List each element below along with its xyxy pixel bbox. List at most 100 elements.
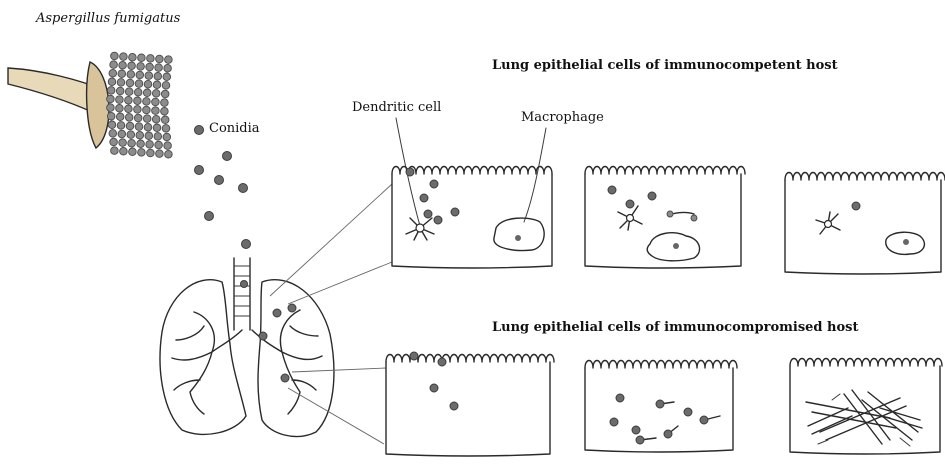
conidium	[134, 106, 142, 114]
conidium	[684, 408, 692, 416]
conidium	[616, 394, 624, 402]
conidium	[135, 80, 143, 88]
macrophage	[647, 233, 699, 261]
conidium	[152, 90, 160, 98]
conidium	[146, 63, 154, 71]
conidium	[430, 384, 438, 392]
conidium	[161, 90, 169, 98]
conidium	[127, 131, 135, 139]
conidium	[144, 80, 152, 88]
conidium	[147, 55, 155, 63]
conidium	[125, 114, 133, 122]
conidium	[135, 123, 143, 131]
conidium	[127, 71, 135, 79]
hyphae-network	[806, 390, 922, 446]
vesicle	[87, 62, 109, 148]
fungal-germling	[667, 211, 697, 221]
conidium	[420, 194, 428, 202]
conidium	[137, 63, 145, 71]
conidium	[288, 304, 296, 312]
conidium	[152, 115, 160, 123]
conidium	[273, 309, 281, 317]
conidium	[111, 52, 119, 60]
conidium	[195, 166, 204, 175]
conidium	[153, 124, 161, 132]
conidium	[153, 81, 161, 89]
airborne-conidia	[195, 126, 251, 249]
species-label: Aspergillus fumigatus	[35, 11, 181, 26]
conidium	[626, 200, 634, 208]
macrophage-pointer	[524, 128, 546, 222]
conidium	[156, 55, 164, 63]
conidium	[156, 150, 164, 158]
conidium	[137, 140, 145, 148]
epithelial-panel	[386, 355, 554, 457]
conidium	[438, 358, 446, 366]
conidium	[632, 426, 640, 434]
conidium	[138, 54, 146, 62]
zoom-guide-lines	[270, 184, 392, 444]
epithelial-panel	[585, 167, 745, 269]
conidium	[154, 133, 162, 141]
conidiophore	[8, 52, 172, 158]
conidium	[239, 184, 248, 193]
macrophage-label: Macrophage	[521, 110, 604, 125]
conidium	[125, 105, 133, 113]
conidium	[117, 122, 125, 130]
microvilli	[392, 167, 552, 175]
conidium	[126, 122, 134, 130]
conidium	[119, 139, 127, 147]
conidium	[116, 87, 124, 95]
macrophage	[886, 232, 925, 254]
immunocompetent-header: Lung epithelial cells of immunocompetent…	[492, 58, 838, 73]
conidium	[162, 125, 170, 133]
epithelial-panel	[392, 167, 552, 269]
conidium	[107, 112, 115, 120]
conidium	[117, 79, 125, 87]
epithelial-membrane	[790, 366, 940, 454]
conidium	[161, 107, 169, 115]
germinating-conidia	[636, 400, 720, 444]
microvilli	[785, 173, 945, 181]
conidium	[134, 88, 142, 96]
conidium	[155, 64, 163, 72]
conidium	[242, 240, 251, 249]
conidium	[126, 79, 134, 87]
conidium	[143, 106, 151, 114]
epithelial-membrane	[585, 368, 733, 452]
conidium	[108, 78, 116, 86]
conidia-chains	[107, 52, 173, 158]
conidium	[109, 130, 117, 138]
conidium	[147, 149, 155, 157]
conidium	[259, 332, 267, 340]
dendritic-cell	[816, 212, 840, 234]
conidium	[143, 115, 151, 123]
microvilli	[585, 361, 737, 369]
conidium	[152, 107, 160, 115]
conidium	[852, 202, 860, 210]
conidium	[120, 147, 128, 155]
conidium	[116, 113, 124, 121]
conidium	[118, 130, 126, 138]
conidium	[162, 82, 170, 90]
conidium	[205, 212, 214, 221]
conidium	[164, 64, 172, 72]
left-bronchi	[172, 312, 242, 414]
conidium	[109, 69, 117, 77]
conidium	[108, 121, 116, 129]
conidium	[116, 104, 124, 112]
conidium	[154, 72, 162, 80]
conidium	[129, 148, 137, 156]
conidium	[434, 216, 442, 224]
conidium	[163, 133, 171, 141]
conidium	[145, 72, 153, 80]
trachea-rings	[234, 266, 250, 316]
conidium	[406, 168, 414, 176]
conidium	[241, 281, 248, 288]
conidium	[118, 70, 126, 78]
conidium	[110, 138, 118, 146]
conidium	[116, 96, 124, 104]
conidium	[125, 96, 133, 104]
